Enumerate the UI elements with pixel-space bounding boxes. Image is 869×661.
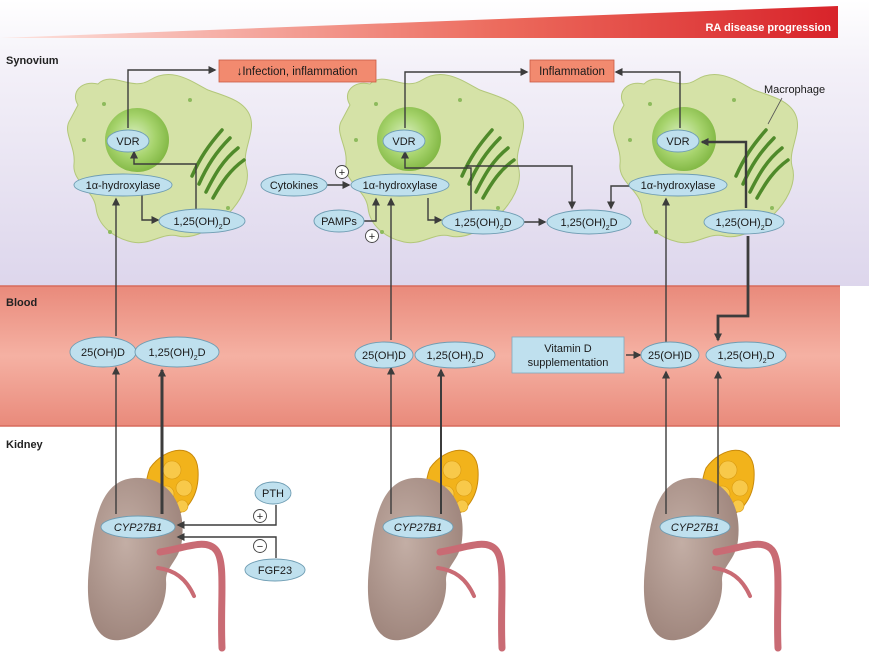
blood-vessel bbox=[436, 540, 506, 652]
calcidiol-right: 25(OH)D bbox=[640, 341, 700, 369]
vdr-middle: VDR bbox=[382, 129, 426, 153]
pathway-arrows bbox=[112, 66, 750, 558]
inflammation-callout bbox=[529, 59, 615, 83]
vdr-right: VDR bbox=[656, 129, 700, 153]
inflammation-text: Inflammation bbox=[539, 66, 605, 78]
hydroxylase-middle: 1α-hydroxylase bbox=[350, 173, 450, 197]
calcitriol-blood-right: 1,25(OH)2D bbox=[705, 341, 787, 369]
macrophage-cell-right bbox=[613, 74, 798, 244]
pamps-text: PAMPs bbox=[321, 216, 357, 228]
vdr-left: VDR bbox=[106, 129, 150, 153]
molecule-labels: VDR 1α-hydroxylase 1,25(OH)2D VDR 1α-hydroxy… bbox=[69, 129, 787, 582]
arrow-calcitriol-to-vdr-right bbox=[700, 138, 748, 208]
kidney-shape bbox=[643, 477, 739, 641]
supplementation-line2: supplementation bbox=[528, 357, 609, 369]
supplementation-line1: Vitamin D bbox=[544, 343, 592, 355]
cyp27b1-right: CYP27B1 bbox=[659, 515, 731, 539]
hydroxylase-left-text: 1α-hydroxylase bbox=[86, 180, 161, 192]
calcitriol-extracellular-text: 1,25(OH)2D bbox=[560, 217, 617, 232]
arrow-calcitriol-to-blood-right bbox=[714, 236, 750, 342]
calcitriol-blood-right-text: 1,25(OH)2D bbox=[717, 350, 774, 365]
blood-vessel bbox=[156, 540, 226, 652]
calcitriol-middle-text: 1,25(OH)2D bbox=[454, 217, 511, 232]
calcitriol-blood-left-text: 1,25(OH)2D bbox=[148, 347, 205, 362]
calcitriol-blood-middle-text: 1,25(OH)2D bbox=[426, 350, 483, 365]
calcitriol-right: 1,25(OH)2D bbox=[703, 209, 785, 235]
cyp27b1-right-text: CYP27B1 bbox=[671, 522, 719, 534]
arrow-calcitriol-to-vdr-left bbox=[130, 150, 197, 210]
calcitriol-right-text: 1,25(OH)2D bbox=[715, 217, 772, 232]
banner-label: RA disease progression bbox=[705, 22, 831, 34]
pth: PTH bbox=[254, 481, 292, 505]
infection-inflammation-callout bbox=[218, 59, 377, 83]
arrow-to-extracellular-calcitriol bbox=[466, 165, 576, 210]
calcidiol-middle: 25(OH)D bbox=[354, 341, 414, 369]
arrow-hydroxylase-to-calcitriol-middle bbox=[427, 198, 443, 224]
calcitriol-blood-left: 1,25(OH)2D bbox=[134, 336, 220, 368]
pth-text: PTH bbox=[262, 488, 284, 500]
pamps: PAMPs bbox=[313, 209, 365, 233]
calcidiol-left-text: 25(OH)D bbox=[81, 347, 125, 359]
vitamin-d-supplementation-box bbox=[511, 336, 625, 374]
vdr-left-text: VDR bbox=[116, 136, 139, 148]
arrow-vdr-to-infection-callout bbox=[127, 66, 217, 128]
calcitriol-left-text: 1,25(OH)2D bbox=[173, 216, 230, 231]
svg-text:+: + bbox=[339, 167, 345, 179]
arrow-pamps-to-hydroxylase bbox=[364, 197, 380, 222]
kidney-shape bbox=[87, 477, 183, 641]
macrophage-cell-left bbox=[67, 74, 252, 244]
calcidiol-left: 25(OH)D bbox=[69, 336, 137, 368]
cyp27b1-left-text: CYP27B1 bbox=[114, 522, 162, 534]
hydroxylase-right: 1α-hydroxylase bbox=[628, 173, 728, 197]
calcidiol-middle-text: 25(OH)D bbox=[362, 350, 406, 362]
cytokines-text: Cytokines bbox=[270, 180, 319, 192]
arrow-calcitriol-to-vdr-middle bbox=[401, 150, 472, 210]
golgi-organelle bbox=[190, 128, 246, 200]
fgf23-minus-sign: − bbox=[253, 539, 267, 553]
kidney-left bbox=[87, 449, 226, 652]
arrow-hydroxylase-to-calcitriol-left bbox=[141, 194, 160, 224]
arrow-fgf23-to-cyp27b1 bbox=[176, 533, 277, 558]
section-kidney-label: Kidney bbox=[6, 439, 44, 451]
cytokines: Cytokines bbox=[260, 173, 328, 197]
arrow-pth-to-cyp27b1 bbox=[176, 505, 277, 529]
pth-plus-sign: + bbox=[253, 509, 267, 523]
pamp-plus-sign: + bbox=[365, 229, 379, 243]
calcitriol-extracellular: 1,25(OH)2D bbox=[546, 209, 632, 235]
kidney-middle bbox=[367, 449, 506, 652]
hydroxylase-middle-text: 1α-hydroxylase bbox=[363, 180, 438, 192]
calcitriol-middle: 1,25(OH)2D bbox=[441, 209, 525, 235]
svg-text:−: − bbox=[257, 541, 263, 553]
blood-vessel bbox=[712, 540, 782, 652]
kidney-shape bbox=[367, 477, 463, 641]
svg-text:+: + bbox=[369, 231, 375, 243]
arrow-vdr-to-inflammation-right bbox=[614, 68, 681, 128]
kidney-right bbox=[643, 449, 782, 652]
infection-inflammation-text: ↓Infection, inflammation bbox=[237, 66, 358, 78]
vdr-right-text: VDR bbox=[666, 136, 689, 148]
hydroxylase-left: 1α-hydroxylase bbox=[73, 173, 173, 197]
calcidiol-right-text: 25(OH)D bbox=[648, 350, 692, 362]
arrow-vdr-to-inflammation-middle bbox=[404, 68, 529, 128]
calcitriol-left: 1,25(OH)2D bbox=[158, 208, 246, 234]
cyp27b1-left: CYP27B1 bbox=[100, 515, 176, 539]
disease-progression-banner bbox=[0, 6, 838, 38]
fgf23-text: FGF23 bbox=[258, 565, 292, 577]
section-blood-label: Blood bbox=[6, 297, 37, 309]
vdr-middle-text: VDR bbox=[392, 136, 415, 148]
cytokine-plus-sign: + bbox=[335, 165, 349, 179]
calcitriol-blood-middle: 1,25(OH)2D bbox=[414, 341, 496, 369]
section-synovium-label: Synovium bbox=[6, 55, 59, 67]
cyp27b1-middle-text: CYP27B1 bbox=[394, 522, 442, 534]
hydroxylase-right-text: 1α-hydroxylase bbox=[641, 180, 716, 192]
macrophage-label: Macrophage bbox=[764, 84, 825, 96]
cyp27b1-middle: CYP27B1 bbox=[382, 515, 454, 539]
fgf23: FGF23 bbox=[244, 558, 306, 582]
svg-text:+: + bbox=[257, 511, 263, 523]
